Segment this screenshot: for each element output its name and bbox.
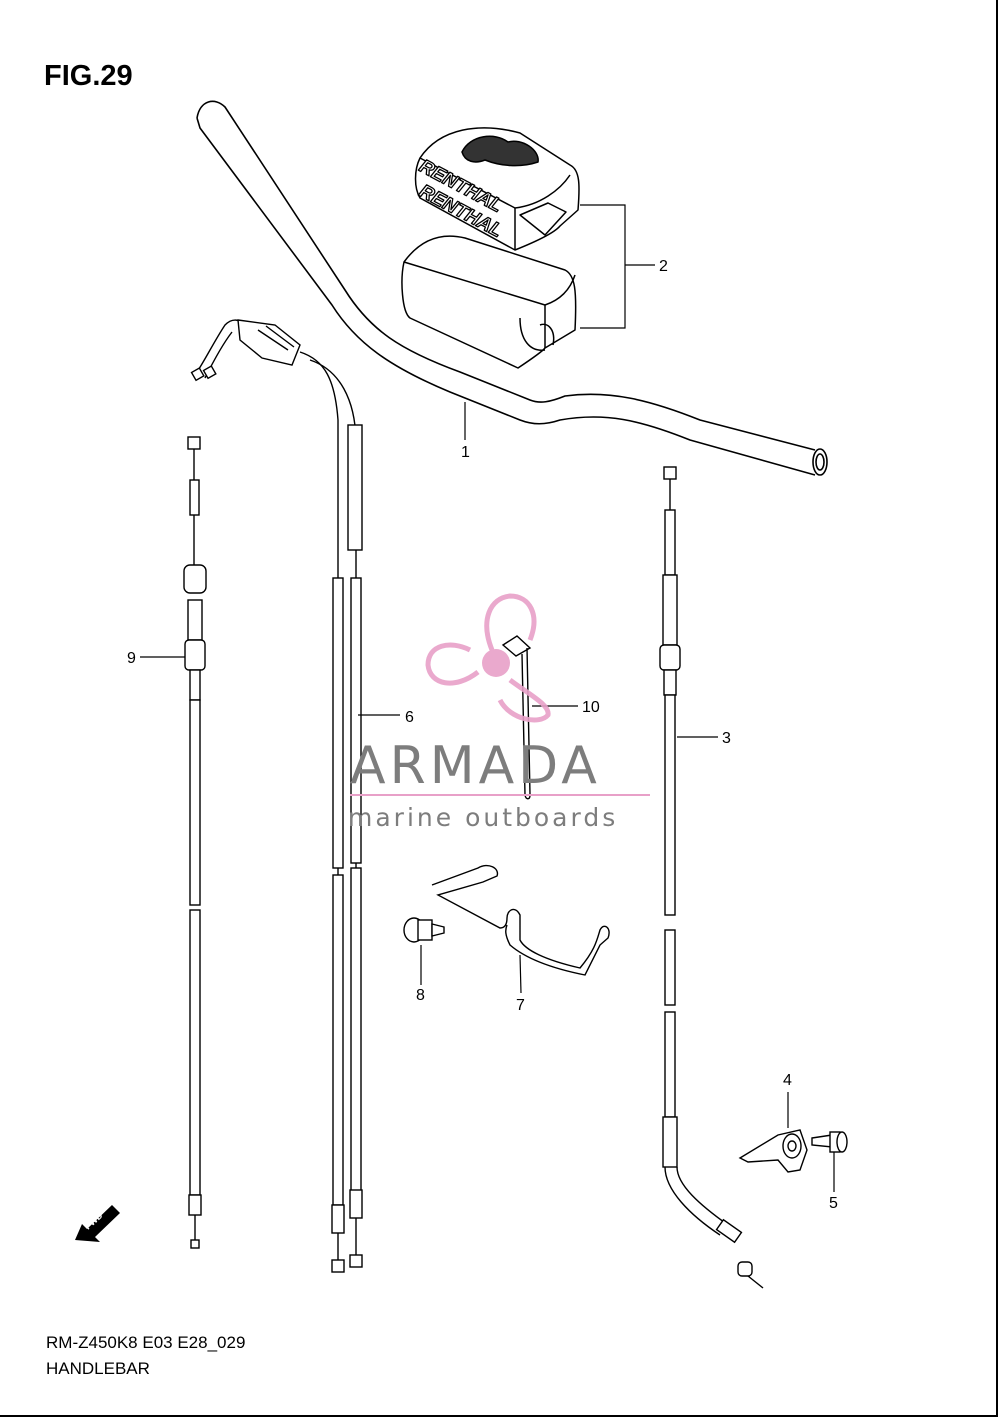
bolt-5-part [811,1131,848,1153]
callout-8: 8 [416,987,425,1004]
callout-10: 10 [582,699,600,716]
armada-watermark: ARMADA marine outboards [348,593,650,832]
callout-numbers: 1 2 3 4 5 6 7 8 9 10 [127,258,838,1212]
watermark-tagline: marine outboards [348,803,618,832]
bolt-8-part [403,917,445,943]
callout-9: 9 [127,650,136,667]
callout-6: 6 [405,709,414,726]
clutch-cable-part [659,466,764,1289]
callout-7: 7 [516,997,525,1014]
callout-2: 2 [659,258,668,275]
leader-lines [140,204,835,1192]
wire-part [431,864,610,976]
watermark-name: ARMADA [350,736,601,796]
handlebar-pad-part: RENTHAL RENTHAL [401,127,580,369]
callout-3: 3 [722,730,731,747]
holder-4-part [738,1129,808,1173]
figure-title: FIG.29 [44,60,133,92]
handlebar-part [196,100,828,476]
fwd-direction-marker: FWD [75,1205,120,1242]
callout-5: 5 [829,1195,838,1212]
section-name: HANDLEBAR [46,1359,150,1378]
cable-9-part [183,436,207,1249]
throttle-cable-part [190,319,363,1273]
callout-4: 4 [783,1072,792,1089]
callout-1: 1 [461,444,470,461]
model-code: RM-Z450K8 E03 E28_029 [46,1333,246,1352]
propeller-logo [425,593,551,723]
